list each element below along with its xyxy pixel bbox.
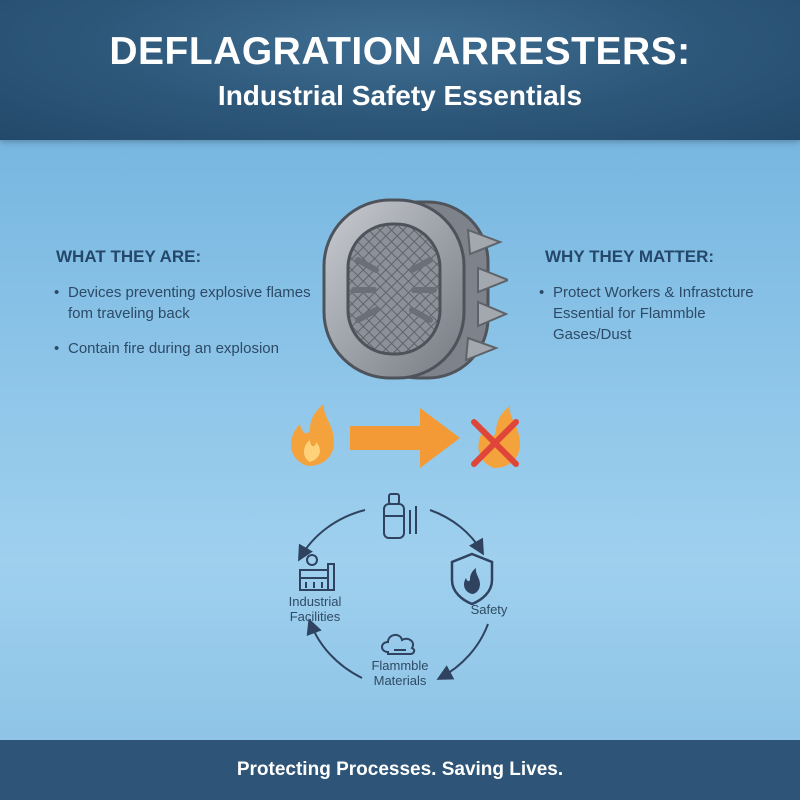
cycle-arrow	[429, 509, 485, 556]
page-subtitle: Industrial Safety Essentials	[217, 80, 583, 111]
what-they-are-list: Devices preventing explosive flames fom …	[52, 282, 312, 373]
arrow-right-icon	[350, 408, 460, 468]
factory-icon	[299, 554, 335, 591]
why-they-matter-list: Protect Workers & Infrastcture Essential…	[537, 282, 787, 359]
node-label-line: Industrial	[288, 594, 342, 609]
cycle-diagram	[298, 493, 494, 680]
list-item: Contain fire during an explosion	[52, 338, 312, 359]
cycle-arrow	[306, 618, 363, 679]
header-banner: DEFLAGRATION ARRESTERS: Industrial Safet…	[0, 0, 800, 140]
flame-icon	[290, 404, 334, 466]
node-label-flammable-materials: Flammble Materials	[355, 658, 445, 688]
node-label-line: Facilities	[289, 609, 341, 624]
shield-flame-icon	[450, 552, 494, 606]
flame-flow-diagram	[290, 404, 520, 468]
list-item: Devices preventing explosive flames fom …	[52, 282, 312, 324]
node-label-industrial-facilities: Industrial Facilities	[270, 594, 360, 624]
node-label-line: Flammble	[371, 658, 429, 673]
footer-tagline: Protecting Processes. Saving Lives.	[236, 759, 564, 780]
node-label-line: Materials	[373, 673, 427, 688]
cloud-icon	[381, 634, 416, 655]
cycle-arrow	[298, 509, 366, 562]
cycle-arrow	[436, 623, 489, 680]
blocked-flame-icon	[471, 406, 520, 468]
arrester-illustration	[322, 198, 508, 380]
page-title: DEFLAGRATION ARRESTERS:	[109, 30, 691, 73]
gas-cylinder-icon	[383, 493, 417, 539]
list-item: Protect Workers & Infrastcture Essential…	[537, 282, 787, 345]
why-they-matter-heading: WHY THEY MATTER:	[545, 247, 715, 266]
footer-banner: Protecting Processes. Saving Lives.	[0, 740, 800, 800]
what-they-are-heading: WHAT THEY ARE:	[56, 247, 202, 266]
node-label-safety: Safety	[470, 602, 508, 617]
